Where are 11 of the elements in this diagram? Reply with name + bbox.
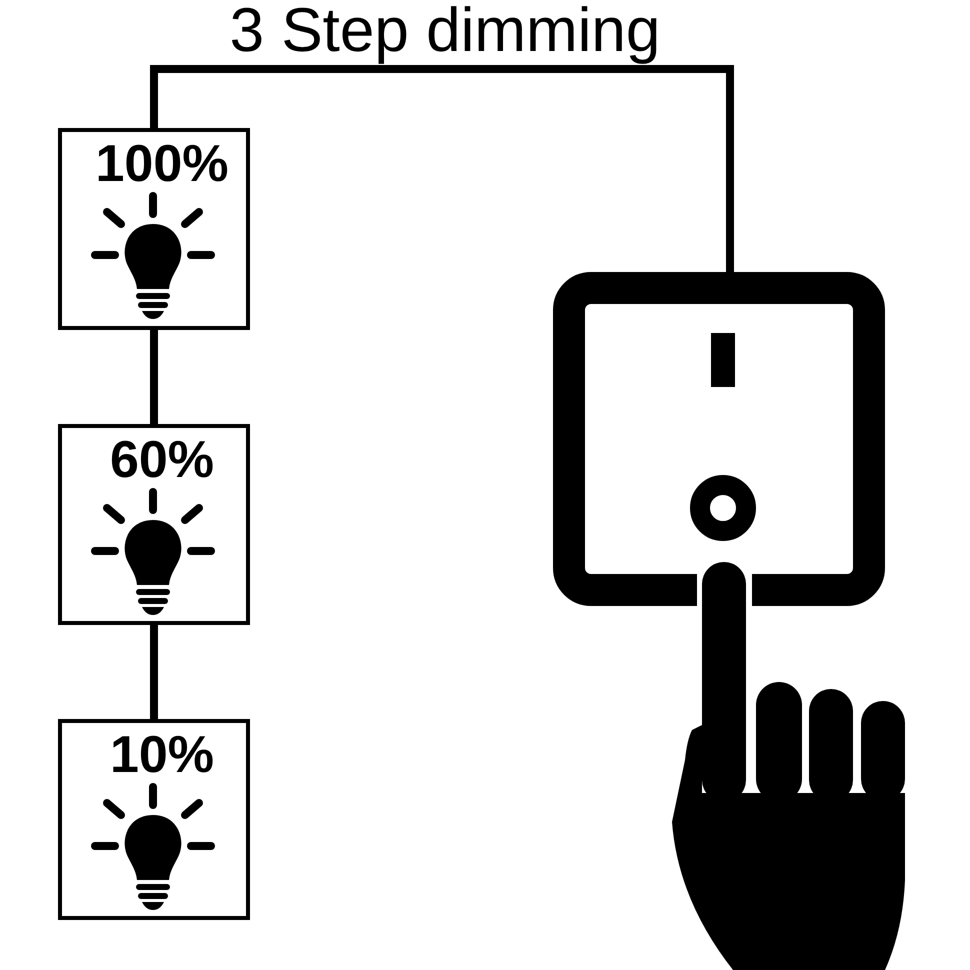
diagram-title: 3 Step dimming [228, 0, 662, 62]
lamp-box [58, 719, 250, 920]
connector-line [150, 330, 158, 424]
lamp-box [58, 424, 250, 625]
lamp-box [58, 128, 250, 330]
wall-switch [553, 272, 885, 606]
brightness-label: 60% [110, 434, 214, 486]
connector-line [150, 625, 158, 719]
brightness-label: 10% [110, 729, 214, 781]
brightness-label: 100% [96, 138, 228, 190]
connector-line [150, 65, 734, 272]
